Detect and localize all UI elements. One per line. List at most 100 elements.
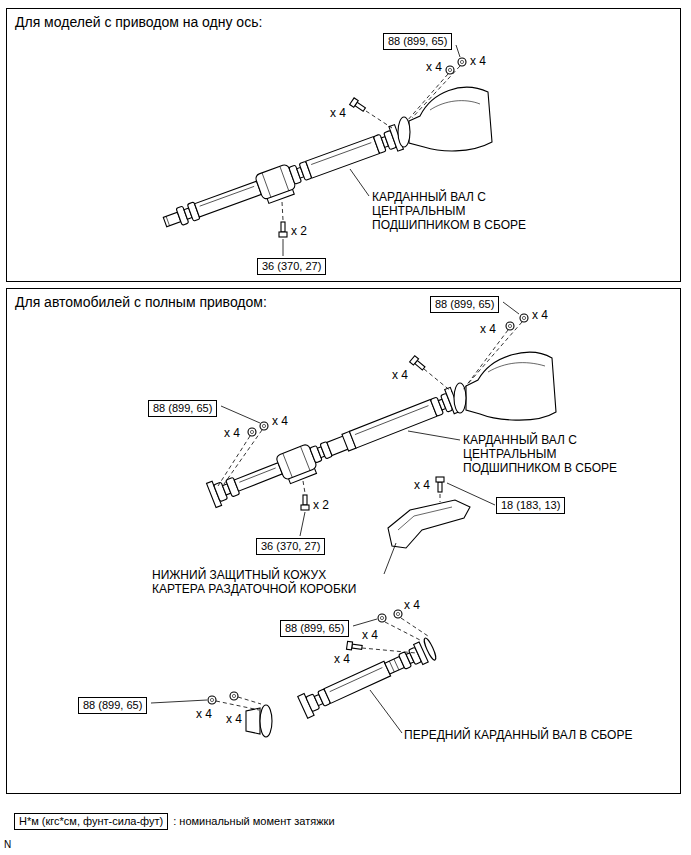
leader-lines xyxy=(282,202,283,220)
quantity-label: x 4 xyxy=(532,308,548,322)
torque-value: 36 (370, 27) xyxy=(262,260,321,273)
front-propeller-shaft xyxy=(389,661,394,672)
differential xyxy=(430,101,480,110)
quantity-label: x 4 xyxy=(404,598,420,612)
leader-lines xyxy=(401,618,428,636)
torque-value: 88 (899, 65) xyxy=(388,35,447,48)
panel-heading: Для автомобилей с полным приводом: xyxy=(15,294,680,311)
torque-spec-box: 36 (370, 27) xyxy=(256,538,325,555)
propeller-shaft xyxy=(207,387,462,512)
quantity-label: x 4 xyxy=(362,628,378,642)
torque-spec-box: 88 (899, 65) xyxy=(280,620,349,637)
torque-value: 88 (899, 65) xyxy=(435,298,494,311)
leader-lines xyxy=(503,302,519,314)
transfer-skid-plate xyxy=(398,507,452,530)
leader-lines xyxy=(151,618,428,733)
fasteners xyxy=(346,641,362,651)
propeller-shaft xyxy=(195,181,262,217)
transfer-skid-plate xyxy=(388,500,470,548)
torque-spec-box: 88 (899, 65) xyxy=(148,400,217,417)
panel-heading: Для моделей с приводом на одну ось: xyxy=(15,14,680,31)
leader-lines xyxy=(238,697,261,704)
propeller-shaft xyxy=(355,406,429,435)
quantity-label: x 4 xyxy=(470,54,486,68)
leader-lines xyxy=(407,74,448,121)
torque-spec-box: 88 (899, 65) xyxy=(78,697,147,714)
leader-lines xyxy=(424,369,452,392)
leader-lines xyxy=(447,483,495,505)
part-name: КАРДАННЫЙ ВАЛ С ЦЕНТРАЛЬНЫМ ПОДШИПНИКОМ … xyxy=(372,190,550,232)
fasteners xyxy=(279,222,287,237)
leader-lines xyxy=(216,701,259,710)
quantity-label: x 2 xyxy=(313,498,329,512)
differential xyxy=(398,117,410,147)
quantity-label: x 4 xyxy=(414,478,430,492)
leader-lines xyxy=(466,322,522,386)
leader-lines xyxy=(440,494,441,502)
fasteners xyxy=(230,692,238,700)
leader-lines xyxy=(350,169,369,196)
front-propeller-shaft xyxy=(324,661,391,703)
figure-code: N xyxy=(4,838,11,852)
leader-lines xyxy=(408,431,460,440)
propeller-shaft xyxy=(306,137,380,179)
leader-lines xyxy=(366,111,392,128)
torque-unit: Н*м (кгс*см, фунт-сила-фут) xyxy=(19,815,163,828)
diagram-panel: Для моделей с приводом на одну ось: 88 (8… xyxy=(6,8,681,282)
differential xyxy=(488,363,545,372)
fasteners xyxy=(506,322,514,330)
propeller-shaft xyxy=(280,166,289,190)
propeller-shaft xyxy=(239,468,275,482)
torque-spec-box: 18 (183, 13) xyxy=(496,497,565,514)
quantity-label: x 4 xyxy=(392,368,408,382)
fasteners xyxy=(378,614,386,622)
quantity-label: x 4 xyxy=(426,60,442,74)
leader-lines xyxy=(221,406,260,423)
fasteners xyxy=(208,610,402,704)
propeller-shaft xyxy=(166,216,169,225)
leader-lines xyxy=(362,648,416,653)
fasteners xyxy=(394,610,402,618)
quantity-label: x 4 xyxy=(196,707,212,721)
torque-spec-box: 36 (370, 27) xyxy=(257,258,326,275)
leader-lines xyxy=(303,481,305,493)
quantity-label: x 4 xyxy=(224,426,240,440)
torque-value: 36 (370, 27) xyxy=(261,540,320,553)
front-differential xyxy=(246,708,260,734)
leader-lines xyxy=(370,690,402,733)
quantity-label: x 4 xyxy=(334,652,350,666)
fasteners xyxy=(446,66,454,74)
quantity-label: x 4 xyxy=(330,106,346,120)
leader-lines xyxy=(463,330,508,390)
differential xyxy=(466,352,556,420)
fasteners xyxy=(208,696,216,704)
fasteners xyxy=(458,58,466,66)
propeller-shaft xyxy=(300,446,310,470)
propeller-shaft xyxy=(234,463,282,491)
fasteners xyxy=(350,98,367,113)
front-propeller-shaft xyxy=(422,637,437,661)
diagram-panel: Для автомобилей с полным приводом:88 (89… xyxy=(6,288,681,794)
torque-spec-box: 88 (899, 65) xyxy=(383,33,452,50)
torque-value: 88 (899, 65) xyxy=(153,402,212,415)
front-propeller-shaft xyxy=(330,668,383,692)
front-differential xyxy=(260,705,272,737)
leader-lines xyxy=(218,436,250,486)
propeller-shaft xyxy=(311,143,371,165)
leader-lines xyxy=(353,619,377,626)
torque-value: 88 (899, 65) xyxy=(285,622,344,635)
part-name: НИЖНИЙ ЗАЩИТНЫЙ КОЖУХ КАРТЕРА РАЗДАТОЧНО… xyxy=(152,568,380,596)
fasteners xyxy=(410,356,427,372)
propeller-shaft xyxy=(161,125,406,239)
quantity-label: x 4 xyxy=(480,322,496,336)
fasteners xyxy=(248,428,256,436)
propeller-shaft xyxy=(283,453,293,477)
torque-legend-box: Н*м (кгс*см, фунт-сила-фут): номинальный… xyxy=(14,813,168,830)
torque-value: 18 (183, 13) xyxy=(501,499,560,512)
part-name: КАРДАННЫЙ ВАЛ С ЦЕНТРАЛЬНЫМ ПОДШИПНИКОМ … xyxy=(463,433,641,475)
propeller-shaft xyxy=(262,173,271,197)
leader-lines xyxy=(151,700,207,703)
torque-value: 88 (899, 65) xyxy=(83,699,142,712)
front-propeller-shaft xyxy=(298,637,438,718)
